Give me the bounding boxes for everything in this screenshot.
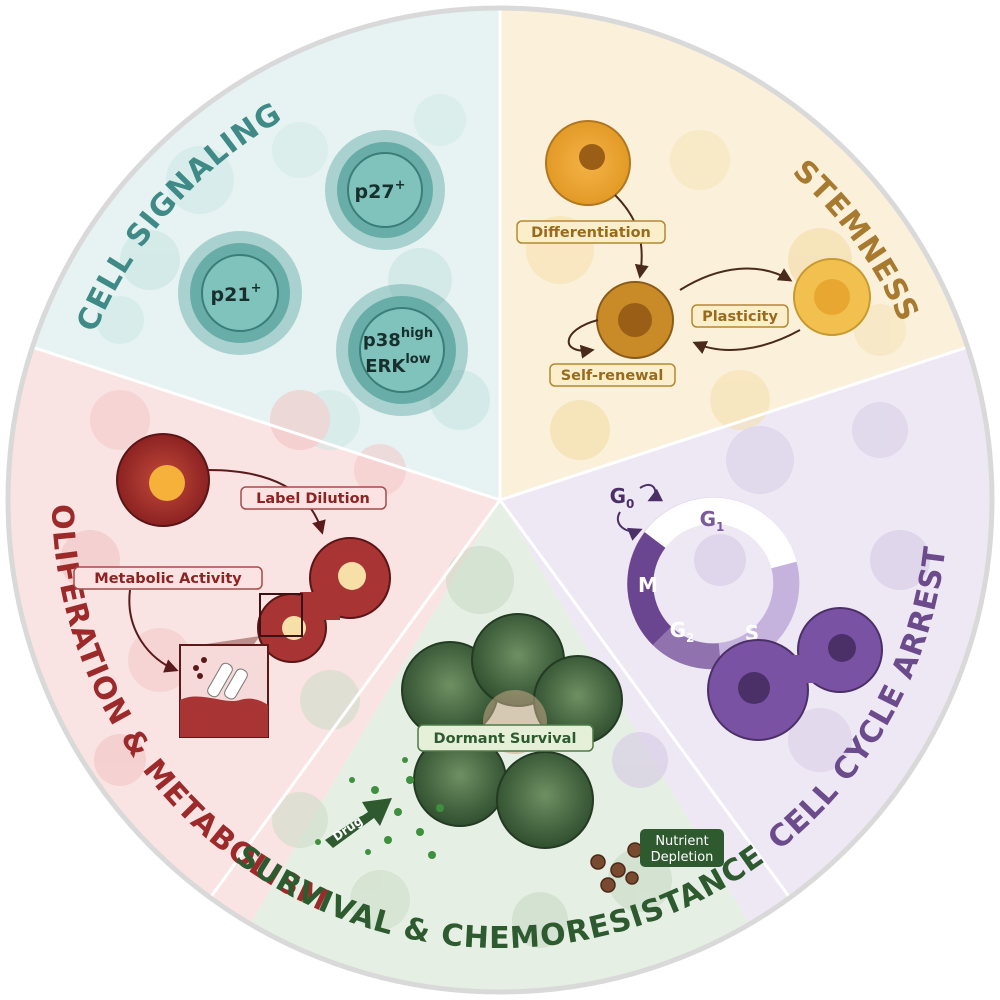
label-g0: G0 bbox=[610, 484, 635, 511]
label-p27: p27+ bbox=[355, 178, 406, 203]
background-cells bbox=[60, 94, 930, 948]
cycle-ring-g1 bbox=[644, 497, 797, 569]
arrow-metabolic-activity bbox=[128, 589, 179, 673]
arrow-g0-in bbox=[639, 483, 664, 502]
label-nutrient: Nutrient bbox=[655, 834, 708, 849]
label-depletion: Depletion bbox=[651, 850, 714, 865]
stem-cell-right-nucleus bbox=[814, 279, 850, 315]
sector-dividers bbox=[31, 8, 969, 899]
stem-cell-middle-nucleus bbox=[618, 303, 652, 337]
label-p21: p21+ bbox=[211, 281, 262, 306]
signaling-cell-p21: p21+ bbox=[178, 231, 302, 355]
tag-metabolic-activity bbox=[73, 566, 263, 590]
label-metabolic-activity: Metabolic Activity bbox=[94, 571, 242, 587]
tag-label-dilution bbox=[240, 486, 387, 510]
tag-differentiation bbox=[516, 220, 666, 244]
label-g2: G2 bbox=[670, 618, 695, 645]
arrow-plasticity-forward bbox=[679, 267, 793, 291]
cell-cycle-diagram: G1 S G2 M G0 bbox=[610, 483, 883, 741]
label-erk: ERKlow bbox=[365, 352, 431, 377]
label-g1: G1 bbox=[700, 507, 725, 534]
arrow-g0-out bbox=[617, 511, 643, 541]
label-differentiation: Differentiation bbox=[531, 225, 651, 241]
stemness-diagram: Differentiation Plasticity Self-renewal bbox=[516, 120, 871, 387]
tag-nutrient-depletion bbox=[640, 829, 724, 867]
label-dormant-survival: Dormant Survival bbox=[434, 731, 577, 747]
stem-cell-top-nucleus bbox=[579, 144, 605, 170]
nutrient-molecules bbox=[590, 842, 643, 893]
signaling-cell-p27: p27+ bbox=[325, 130, 445, 250]
outer-rim bbox=[5, 5, 995, 995]
label-self-renewal: Self-renewal bbox=[561, 368, 664, 384]
dormant-cell-5 bbox=[496, 751, 594, 849]
zoom-inset-cell bbox=[180, 696, 268, 737]
dividing-cell-purple bbox=[707, 607, 883, 741]
tag-dormant-survival bbox=[417, 724, 594, 752]
signaling-cell-p38-erk: p38high ERKlow bbox=[336, 284, 468, 416]
arrow-plasticity-back bbox=[692, 329, 801, 354]
proliferation-diagram: Label Dilution Metabolic Activity bbox=[73, 433, 391, 738]
cycle-ring-g2 bbox=[652, 626, 722, 670]
tag-self-renewal bbox=[549, 363, 676, 387]
label-label-dilution: Label Dilution bbox=[256, 491, 370, 507]
label-m: M bbox=[638, 573, 658, 597]
survival-diagram: Dormant Survival Drug Nutrient Depletion bbox=[315, 613, 724, 893]
cycle-ring-m bbox=[627, 532, 672, 646]
label-p38: p38high bbox=[363, 326, 433, 351]
label-plasticity: Plasticity bbox=[702, 309, 778, 325]
zoom-box bbox=[259, 593, 303, 637]
label-s: S bbox=[745, 621, 759, 645]
mitochondria-icon bbox=[207, 662, 248, 700]
arrow-self-renewal bbox=[567, 319, 599, 359]
tag-plasticity bbox=[691, 304, 789, 328]
labeled-cell-nucleus bbox=[149, 465, 185, 501]
metabolite-dots bbox=[193, 657, 207, 679]
arrow-label-dilution bbox=[207, 469, 326, 535]
